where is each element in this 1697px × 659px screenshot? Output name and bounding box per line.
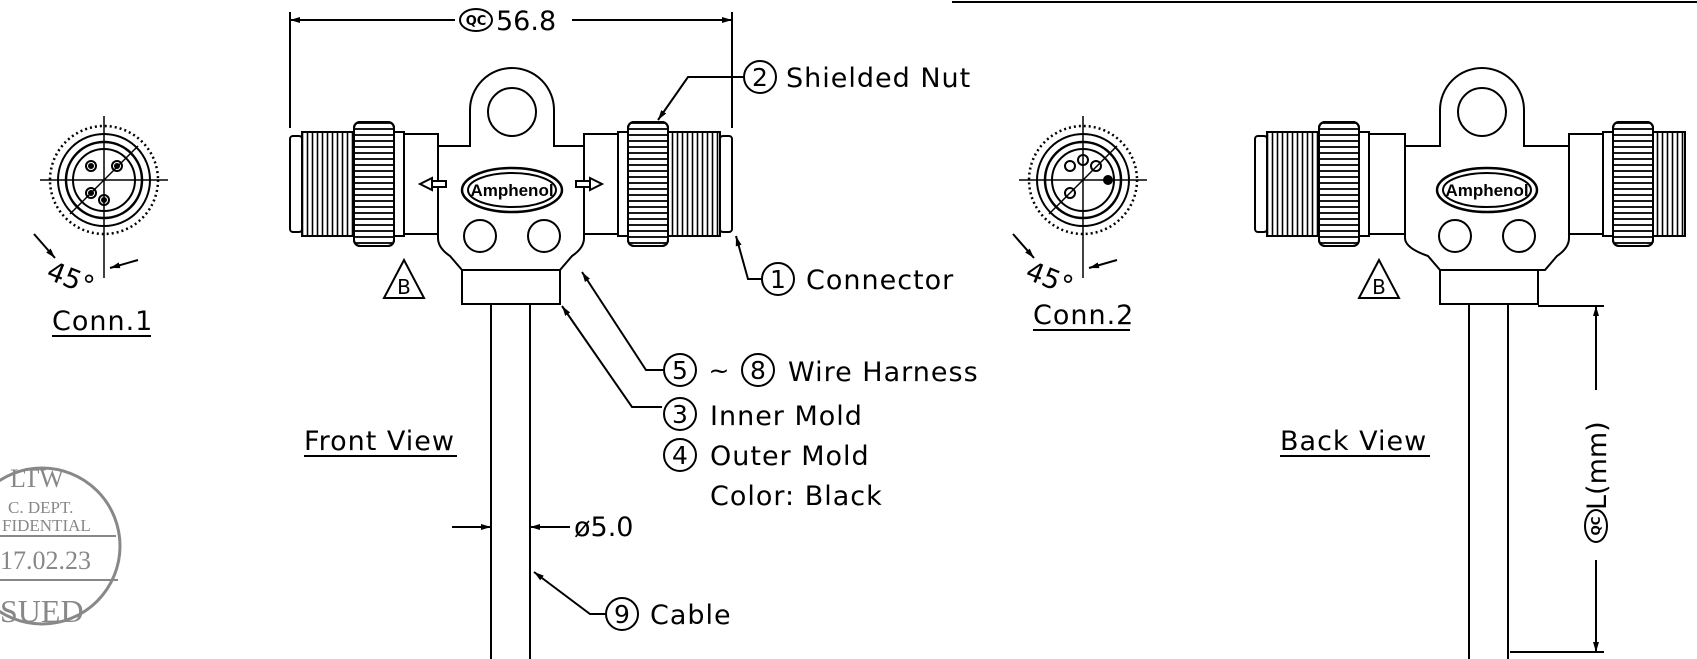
- color-note: Color: Black: [710, 481, 883, 512]
- conn2-angle-label: 45°: [1021, 256, 1077, 303]
- callout-1-number: 1: [770, 265, 786, 294]
- callout-3-balloon: [663, 397, 697, 431]
- callout-leaders: [533, 76, 762, 615]
- svg-text:FIDENTIAL: FIDENTIAL: [2, 516, 91, 535]
- callout-range-separator: ~: [709, 356, 730, 385]
- callout-4-label: Outer Mold: [710, 441, 870, 472]
- conn1-view-label: Conn.1: [52, 306, 153, 337]
- conn1-face-view: [33, 116, 168, 278]
- callout-4-balloon: [663, 438, 697, 472]
- callout-9-balloon: [605, 597, 639, 631]
- cable-length-qc-mark: QC: [1589, 516, 1603, 535]
- svg-text:B: B: [1372, 275, 1386, 299]
- callout-9-number: 9: [614, 600, 630, 629]
- front-brand-logo: Amphenol: [470, 181, 553, 200]
- conn1-angle-label: 45°: [42, 256, 98, 303]
- callout-1-label: Connector: [806, 265, 954, 296]
- front-view-connector: [289, 67, 733, 659]
- cable-length-dimension: [1510, 305, 1608, 653]
- overall-length-dimension: [289, 8, 733, 128]
- callout-3-number: 3: [672, 400, 688, 429]
- svg-text:B: B: [397, 275, 411, 299]
- overall-length-qc-mark: QC: [466, 14, 487, 29]
- callout-4-number: 4: [672, 441, 688, 470]
- cable-diameter-value: ø5.0: [574, 512, 633, 543]
- revision-mark-front: B: [382, 257, 426, 299]
- callout-5-number: 5: [672, 356, 688, 385]
- callout-2-label: Shielded Nut: [786, 63, 971, 94]
- svg-text:LTW: LTW: [10, 464, 64, 493]
- front-view-label: Front View: [304, 426, 455, 457]
- back-brand-logo: Amphenol: [1445, 181, 1528, 200]
- svg-text:C. DEPT.: C. DEPT.: [8, 498, 73, 517]
- conn2-face-view: [1012, 116, 1147, 278]
- callout-9-label: Cable: [650, 600, 732, 631]
- callout-5-8-label: Wire Harness: [788, 357, 979, 388]
- callout-2-number: 2: [752, 63, 768, 92]
- svg-text:SUED: SUED: [0, 593, 84, 629]
- callout-2-balloon: [743, 60, 777, 94]
- callout-3-label: Inner Mold: [710, 401, 863, 432]
- cable-length-label: L(mm): [1582, 421, 1613, 510]
- issued-stamp: LTW C. DEPT. FIDENTIAL 17.02.23 SUED: [0, 464, 122, 629]
- callout-5-balloon: [663, 353, 697, 387]
- back-view-label: Back View: [1280, 426, 1427, 457]
- back-view-connector: [1254, 67, 1686, 659]
- callout-1-balloon: [761, 262, 795, 296]
- callout-8-number: 8: [750, 356, 766, 385]
- callout-8-balloon: [741, 353, 775, 387]
- revision-mark-back: B: [1357, 257, 1401, 299]
- overall-length-value: 56.8: [496, 6, 556, 37]
- conn2-view-label: Conn.2: [1033, 300, 1134, 331]
- svg-text:17.02.23: 17.02.23: [0, 546, 91, 575]
